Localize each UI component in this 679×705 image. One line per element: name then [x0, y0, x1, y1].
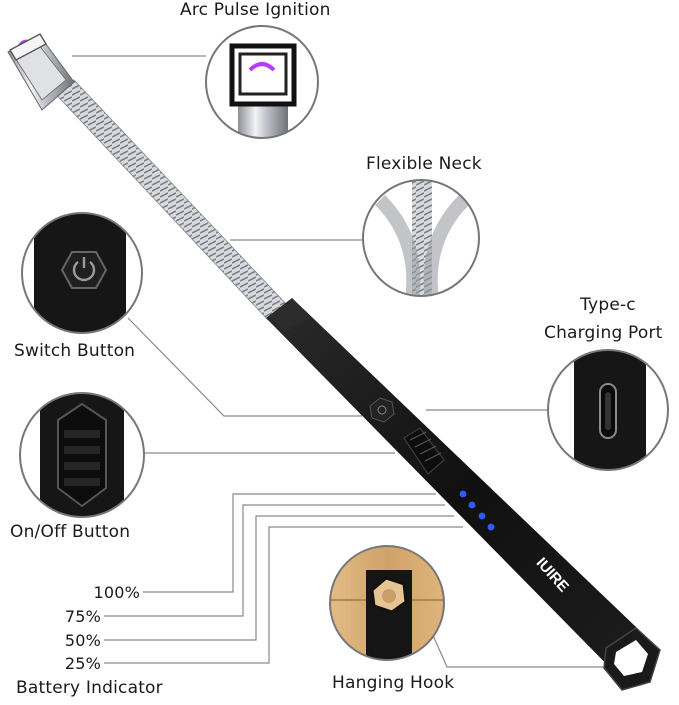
label-hanging-hook: Hanging Hook — [332, 673, 455, 693]
label-switch-button: Switch Button — [14, 341, 136, 361]
type-c-callout — [547, 349, 669, 471]
label-battery-indicator: Battery Indicator — [16, 678, 163, 698]
lighter-body — [266, 298, 661, 691]
label-charging-port: Charging Port — [544, 323, 663, 343]
switch-button[interactable] — [369, 397, 395, 423]
battery-leds — [459, 490, 495, 531]
battery-level-25: 25% — [64, 654, 101, 673]
battery-level-50: 50% — [64, 631, 101, 650]
ignition-head — [7, 33, 75, 111]
power-icon — [72, 261, 96, 282]
label-flexible-neck: Flexible Neck — [366, 154, 482, 174]
on-off-button-callout — [19, 392, 145, 518]
battery-level-100: 100% — [93, 583, 140, 602]
battery-level-75: 75% — [64, 607, 101, 626]
flexible-neck-callout — [362, 179, 480, 297]
switch-button-callout — [21, 212, 143, 334]
arc-ignition-callout — [205, 25, 319, 139]
hanging-hook-callout — [329, 545, 445, 661]
leader-lines — [72, 55, 620, 668]
label-arc-pulse-ignition: Arc Pulse Ignition — [180, 0, 331, 20]
label-type-c: Type-c — [580, 295, 636, 315]
on-off-button[interactable] — [403, 427, 445, 475]
label-on-off-button: On/Off Button — [10, 522, 131, 542]
